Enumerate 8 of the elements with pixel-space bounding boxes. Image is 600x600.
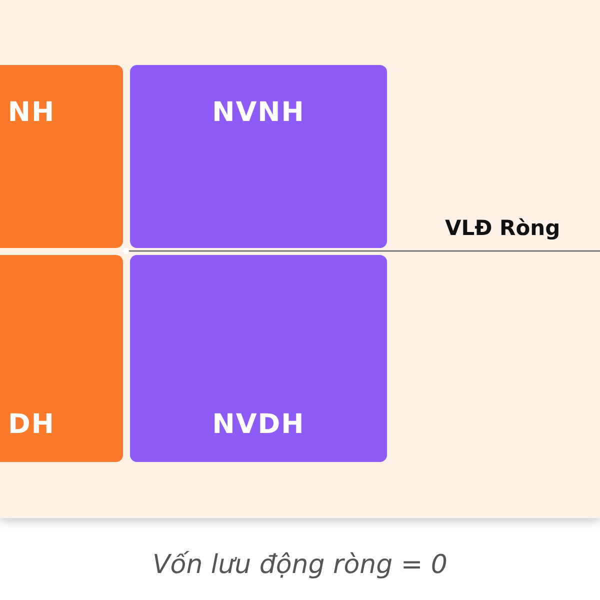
block-label: NVNH: [212, 97, 305, 128]
block-label: NH: [8, 97, 56, 128]
block-label: NVDH: [212, 409, 305, 440]
caption: Vốn lưu động ròng = 0: [152, 550, 448, 580]
source-block: [130, 255, 387, 462]
source-block: [130, 65, 387, 248]
block-label: DH: [8, 409, 55, 440]
line-label: VLĐ Ròng: [445, 216, 560, 240]
